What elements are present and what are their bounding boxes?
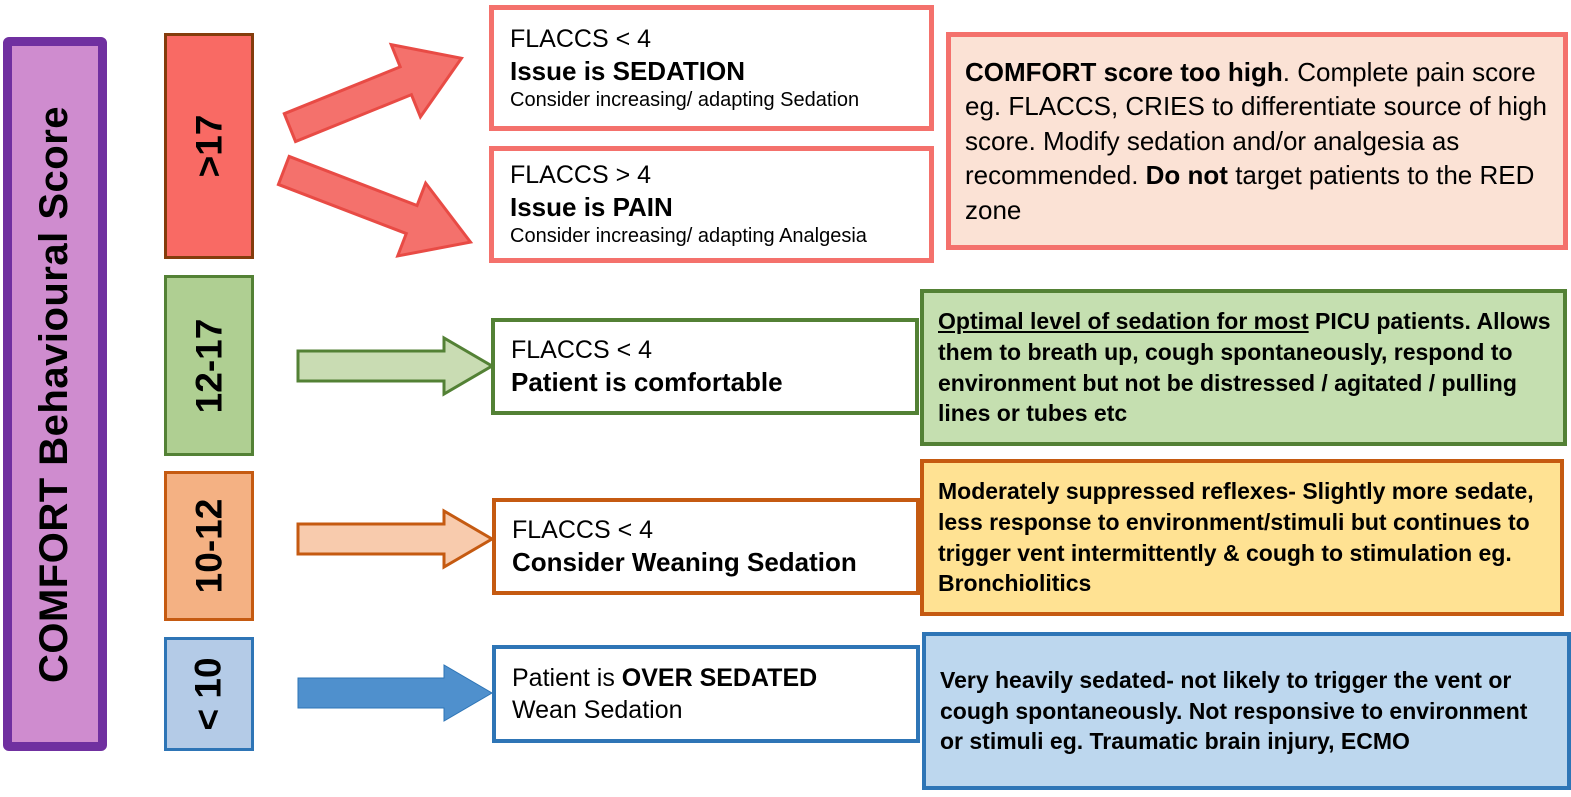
detail-box-blue[interactable]: Patient is OVER SEDATED Wean Sedation (492, 645, 920, 743)
score-box-orange[interactable]: 10-12 (164, 471, 254, 621)
page-title: COMFORT Behavioural Score (32, 105, 77, 683)
detail-box-orange[interactable]: FLACCS < 4 Consider Weaning Sedation (492, 498, 920, 595)
detail-mixed-line: Patient is OVER SEDATED (512, 664, 818, 692)
desc-panel-red[interactable]: COMFORT score too high. Complete pain sc… (946, 32, 1568, 250)
arrow-orange (296, 508, 495, 570)
detail-box-green[interactable]: FLACCS < 4 Patient is comfortable (491, 318, 919, 415)
detail-top-line: FLACCS < 4 (510, 24, 652, 53)
detail-bold-line: Issue is SEDATION (510, 55, 746, 86)
detail-box-red-sedation[interactable]: FLACCS < 4 Issue is SEDATION Consider in… (489, 5, 934, 131)
detail-top-line: FLACCS < 4 (511, 335, 653, 364)
detail-bold-line: Consider Weaning Sedation (512, 546, 857, 577)
detail-top-line: FLACCS < 4 (512, 515, 654, 544)
arrow-red-down (276, 154, 474, 258)
arrow-green (296, 335, 495, 397)
score-label-orange: 10-12 (188, 498, 230, 594)
detail-top-line: FLACCS > 4 (510, 161, 652, 190)
desc-panel-orange-text: Moderately suppressed reflexes- Slightly… (938, 478, 1534, 597)
detail-second-line: Wean Sedation (512, 696, 683, 724)
score-label-red: >17 (187, 114, 229, 178)
arrow-blue (297, 664, 493, 722)
arrow-red-up (282, 42, 464, 144)
desc-panel-green[interactable]: Optimal level of sedation for most PICU … (920, 289, 1567, 446)
desc-panel-red-text: COMFORT score too high. Complete pain sc… (965, 56, 1547, 225)
desc-panel-green-text: Optimal level of sedation for most PICU … (938, 308, 1551, 427)
detail-box-red-pain[interactable]: FLACCS > 4 Issue is PAIN Consider increa… (489, 146, 934, 263)
score-box-red[interactable]: >17 (164, 33, 254, 259)
detail-small-line: Consider increasing/ adapting Sedation (510, 88, 860, 111)
score-label-blue: < 10 (187, 657, 229, 731)
desc-panel-orange[interactable]: Moderately suppressed reflexes- Slightly… (920, 459, 1564, 616)
score-box-green[interactable]: 12-17 (164, 275, 254, 456)
desc-panel-blue[interactable]: Very heavily sedated- not likely to trig… (922, 632, 1571, 790)
desc-panel-blue-text: Very heavily sedated- not likely to trig… (940, 667, 1528, 755)
chart-title-bar: COMFORT Behavioural Score (3, 37, 107, 751)
score-label-green: 12-17 (188, 318, 230, 413)
detail-small-line: Consider increasing/ adapting Analgesia (510, 225, 867, 248)
detail-bold-line: Patient is comfortable (511, 366, 783, 397)
score-box-blue[interactable]: < 10 (164, 637, 254, 751)
detail-bold-line: Issue is PAIN (510, 192, 673, 223)
